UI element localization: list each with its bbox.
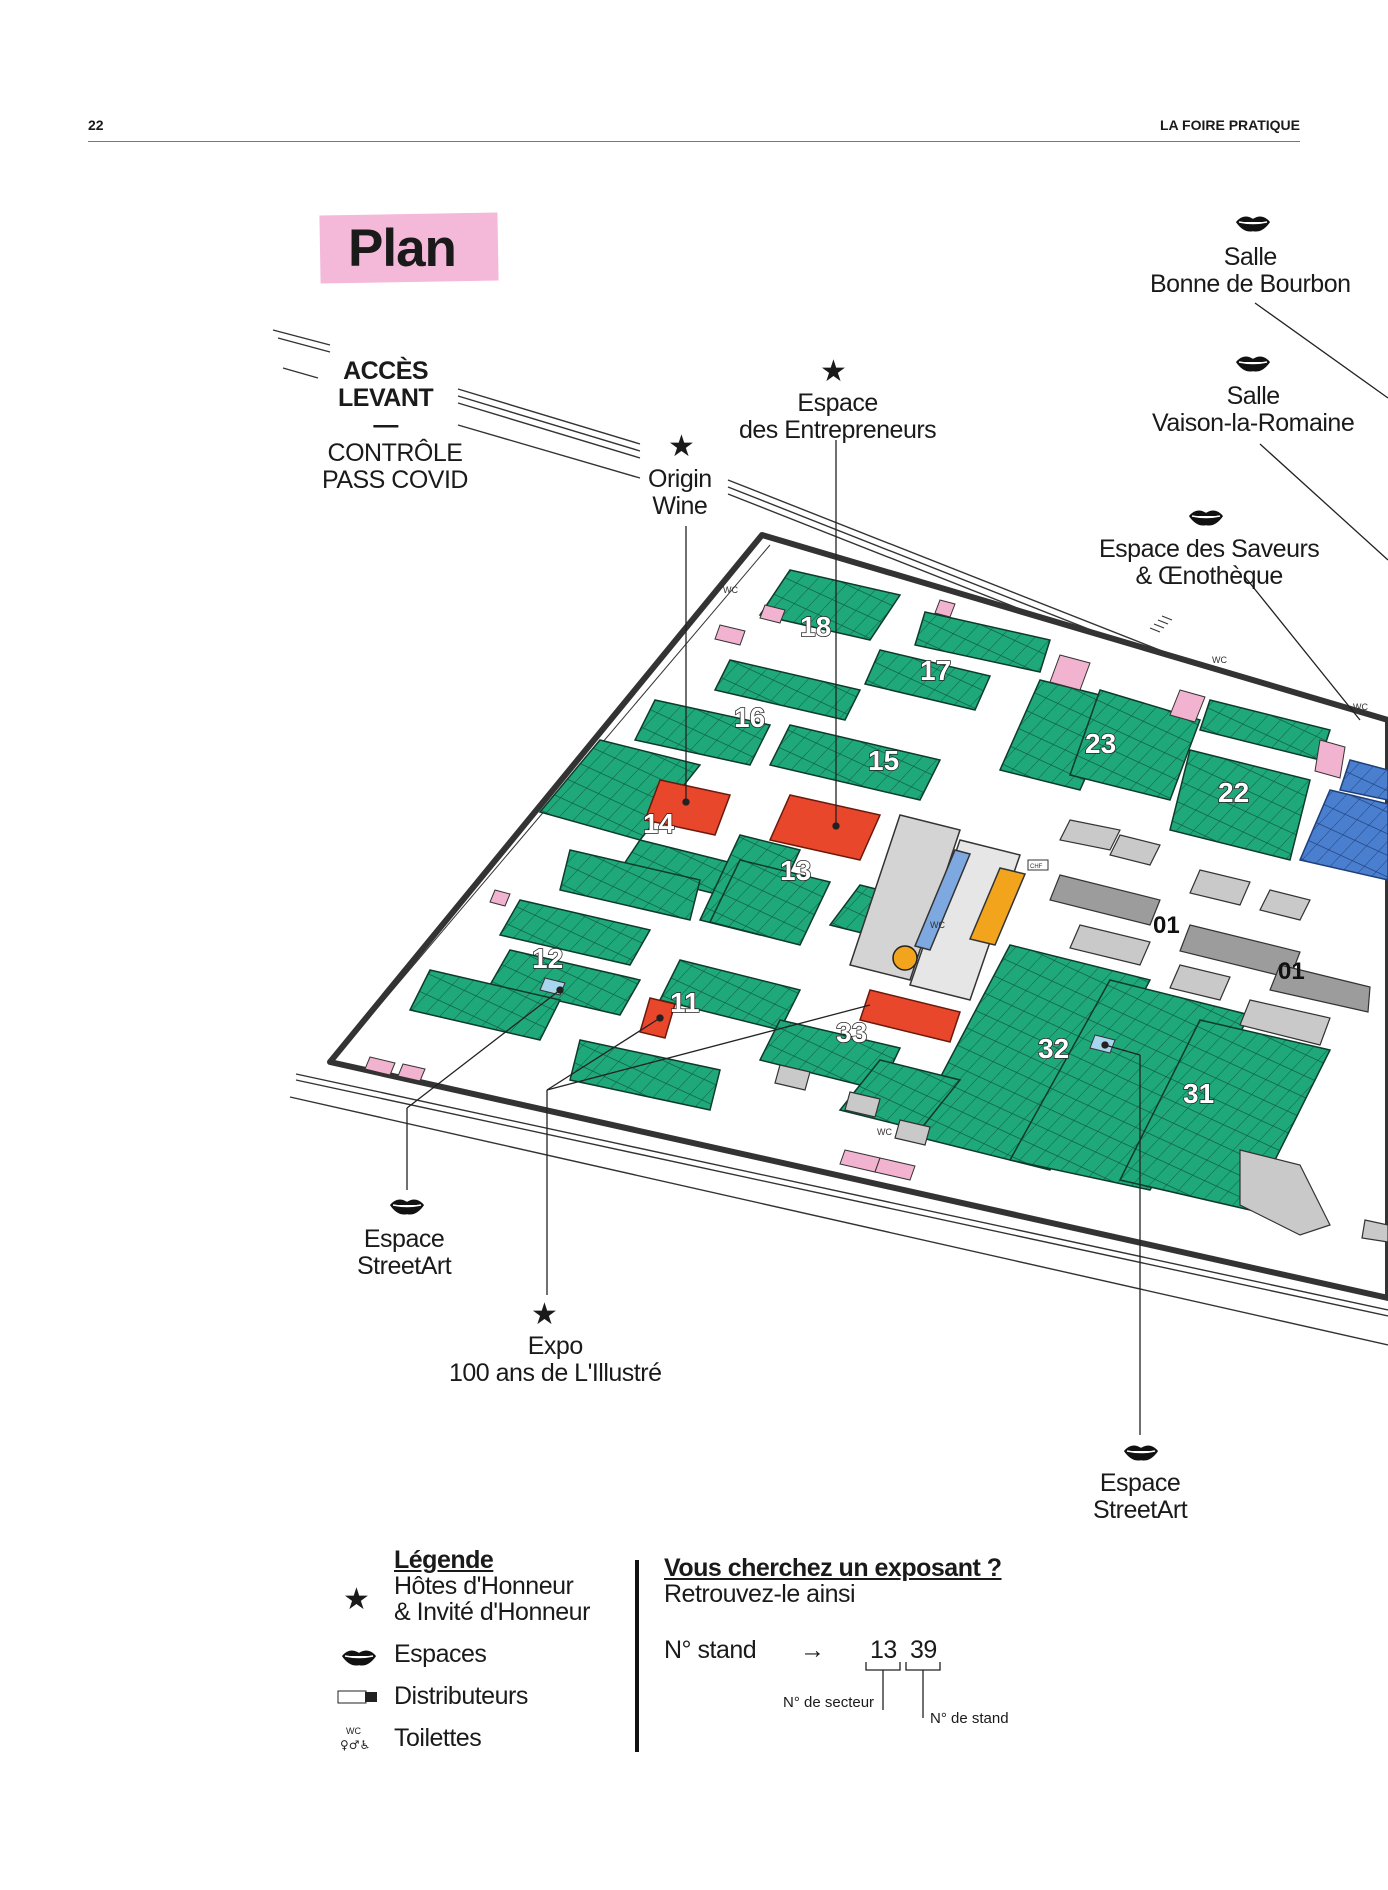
legend-item-espaces: Espaces — [394, 1640, 487, 1668]
wc-icon: WC — [877, 1127, 892, 1137]
sector-32: 32 — [1038, 1033, 1069, 1064]
legend-title: Légende — [394, 1546, 494, 1574]
header-rule — [88, 141, 1300, 142]
lips-icon — [1234, 215, 1272, 234]
legend: Légende Hôtes d'Honneur & Invité d'Honne… — [394, 1547, 590, 1751]
salle-bonne-bourbon-label: Salle Bonne de Bourbon — [1150, 243, 1351, 298]
central-hall — [849, 814, 1027, 1001]
legend-item-star: Hôtes d'Honneur & Invité d'Honneur — [394, 1572, 590, 1626]
wc-icon: WC — [723, 585, 738, 595]
zone-01-b: 01 — [1278, 958, 1305, 985]
star-icon: ★ — [820, 355, 847, 388]
grey-boxes — [774, 819, 1388, 1243]
wc-blocks — [364, 599, 1346, 1181]
page-title: Plan — [348, 219, 457, 278]
lips-icon — [340, 1649, 378, 1668]
wc-icon: WC — [930, 920, 945, 930]
sector-labels: 18 17 16 15 14 13 23 22 12 11 33 32 31 — [531, 610, 1250, 1110]
origin-wine-label: Origin Wine — [648, 465, 712, 520]
salle-vaison-label: Salle Vaison-la-Romaine — [1152, 382, 1355, 437]
exposant-finder: Vous cherchez un exposant ? Retrouvez-le… — [664, 1555, 1002, 1607]
sector-14: 14 — [643, 808, 675, 839]
sector-13: 13 — [780, 855, 811, 886]
sector-22: 22 — [1218, 777, 1249, 808]
sector-caption: N° de secteur — [783, 1694, 875, 1711]
callout-lines — [406, 302, 1388, 1435]
sector-example: 13 — [870, 1636, 897, 1664]
wc-icon: WC — [1353, 702, 1368, 712]
sector-16: 16 — [734, 702, 765, 733]
sector-17: 17 — [920, 655, 951, 686]
blue-blocks — [1298, 759, 1388, 881]
chf-icon — [337, 1690, 377, 1704]
stand-blocks — [408, 569, 1332, 1211]
lips-icon — [1122, 1444, 1160, 1463]
wc-icon: WC — [1212, 655, 1227, 665]
lips-icon — [1187, 509, 1225, 528]
sector-33: 33 — [836, 1017, 867, 1048]
star-icon: ★ — [531, 1298, 558, 1331]
svg-text:WC: WC — [346, 1726, 361, 1736]
stairs — [1149, 615, 1173, 633]
acces-levant-label: ACCÈS LEVANT — — [338, 357, 434, 439]
sector-11: 11 — [670, 987, 700, 1018]
espace-streetart-label: Espace StreetArt — [357, 1225, 452, 1280]
sector-31: 31 — [1183, 1078, 1214, 1109]
controle-label: CONTRÔLE PASS COVID — [322, 439, 468, 494]
sector-15: 15 — [868, 745, 899, 776]
svg-text:♀♂♿: ♀♂♿ — [340, 1738, 370, 1752]
lips-icon — [1234, 355, 1272, 374]
espace-entrepreneurs-label: Espace des Entrepreneurs — [739, 389, 937, 444]
section-title: LA FOIRE PRATIQUE — [1160, 117, 1300, 133]
page-number: 22 — [88, 117, 104, 133]
espace-streetart-label-2: Espace StreetArt — [1093, 1469, 1188, 1524]
star-icon: ★ — [668, 430, 695, 463]
stand-label: N° stand — [664, 1636, 757, 1664]
highlight-blocks — [639, 779, 961, 1043]
expo-illustre-label: Expo 100 ans de L'Illustré — [449, 1332, 662, 1387]
wc-markers: WC WC WC WC WC — [723, 585, 1368, 1137]
legend-item-toilettes: Toilettes — [394, 1724, 482, 1752]
sector-23: 23 — [1085, 728, 1116, 759]
wc-icon: WC ♀♂♿ — [340, 1726, 370, 1752]
sector-12: 12 — [532, 943, 563, 974]
legend-divider — [635, 1560, 639, 1752]
chf-marker: CHF — [1027, 859, 1049, 871]
stand-caption: N° de stand — [930, 1710, 1009, 1727]
star-icon: ★ — [343, 1583, 370, 1616]
espace-saveurs-label: Espace des Saveurs & Œnothèque — [1099, 535, 1320, 590]
lips-icon — [388, 1198, 426, 1217]
stand-example: 39 — [910, 1636, 937, 1664]
sector-18: 18 — [800, 611, 831, 642]
zone-labels: 01 01 — [1153, 912, 1305, 985]
grey-blocks — [1049, 874, 1371, 1013]
zone-01-a: 01 — [1153, 912, 1180, 939]
exposant-title: Vous cherchez un exposant ? — [664, 1554, 1002, 1582]
bracket-lines — [865, 1662, 941, 1718]
chf-icon: CHF — [1030, 864, 1043, 870]
arrow-icon: → — [800, 1636, 825, 1664]
exposant-subtitle: Retrouvez-le ainsi — [664, 1580, 856, 1608]
legend-item-distributeurs: Distributeurs — [394, 1682, 528, 1710]
